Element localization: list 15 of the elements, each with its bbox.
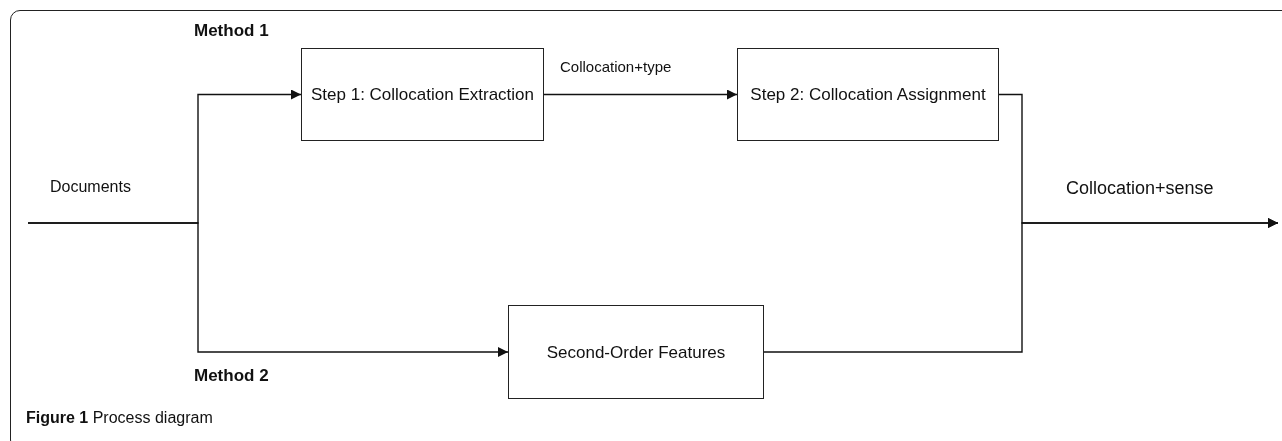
process-box [737,48,999,141]
figure-caption: Figure 1 Process diagram [26,409,213,427]
input-label: Documents [50,178,131,196]
box-label: Step 1: Collocation Extraction [311,84,534,105]
arrow [543,89,738,100]
process-box [508,305,764,399]
method-label: Method 2 [194,366,269,386]
edge-label: Collocation+type [558,58,674,75]
box-label: Second-Order Features [546,341,726,363]
output-label: Collocation+sense [1066,178,1214,199]
box-label: Step 2: Collocation Assignment [750,84,986,105]
method-label: Method 1 [194,21,269,41]
arrow [763,218,1279,353]
arrow [27,222,509,357]
process-box [301,48,544,141]
